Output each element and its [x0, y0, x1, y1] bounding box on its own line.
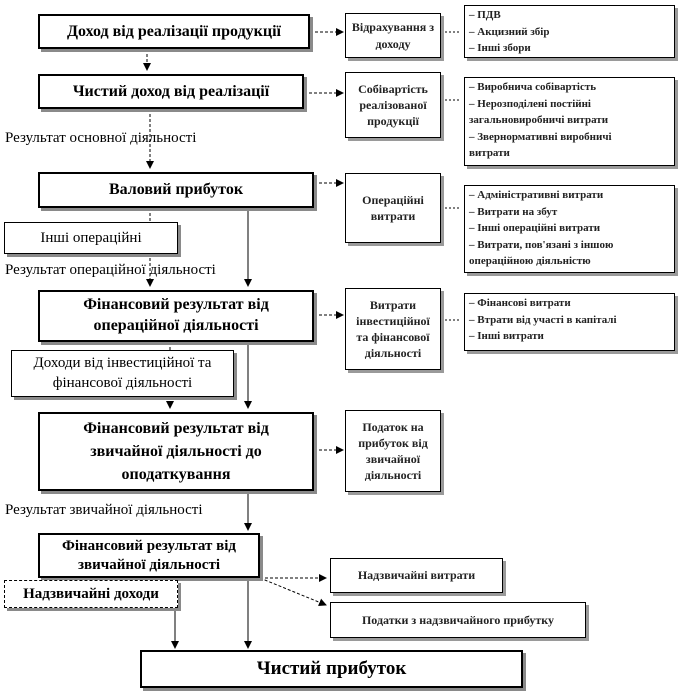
gross-profit-box: Валовий прибуток [38, 172, 314, 208]
detail-item: – Втрати від участі в капіталі [469, 313, 617, 326]
income-tax-box: Податок на прибуток від звичайної діяльн… [345, 410, 441, 492]
extraordinary-expenses-box: Надзвичайні витрати [330, 558, 503, 593]
other-operating-text: Інші операційні [40, 229, 142, 246]
detail-item: – Витрати на збут [469, 205, 558, 218]
extraordinary-tax-text: Податки з надзвичайного прибутку [361, 612, 555, 627]
revenue-text: Доход від реалізації продукції [67, 22, 281, 40]
extraordinary-income-text: Надзвичайні доходи [23, 585, 159, 602]
cost-of-sales-text: Собівартість реалізованої продукції [358, 81, 428, 129]
revenue-box: Доход від реалізації продукції [38, 14, 310, 49]
fin-result-before-tax-text: Фінансовий результат від звичайної діяль… [83, 419, 269, 484]
operating-expenses-text: Операційні витрати [362, 192, 424, 223]
fin-result-operating-text: Фінансовий результат від операційної дія… [83, 296, 269, 334]
fin-result-before-tax-box: Фінансовий результат від звичайної діяль… [38, 412, 314, 491]
operating-expenses-box: Операційні витрати [345, 173, 441, 243]
investment-expenses-box: Витрати інвестиційної та фінансової діял… [345, 288, 441, 370]
extraordinary-tax-box: Податки з надзвичайного прибутку [330, 602, 586, 638]
detail-item: – Акцизний збір [469, 25, 550, 38]
investment-expenses-details: – Фінансові витрати – Втрати від участі … [464, 293, 675, 351]
detail-item: витрати [469, 147, 510, 159]
detail-item: – ПДВ [469, 9, 501, 21]
investment-income-text: Доходи від інвестиційної та фінансової д… [33, 355, 212, 391]
fin-result-ordinary-box: Фінансовий результат від звичайної діяль… [38, 533, 260, 578]
income-tax-text: Податок на прибуток від звичайної діяльн… [358, 419, 428, 483]
detail-item: – Інші операційні витрати [469, 222, 601, 234]
detail-item: – Витрати, пов'язані з іншою [469, 238, 614, 251]
detail-item: – Звернормативні виробничі [469, 130, 612, 143]
revenue-deductions-details: – ПДВ – Акцизний збір – Інші збори [464, 5, 675, 58]
cost-of-sales-box: Собівартість реалізованої продукції [345, 72, 441, 138]
revenue-deductions-box: Відрахування з доходу [345, 13, 441, 58]
detail-item: – Фінансові витрати [469, 297, 571, 309]
gross-profit-text: Валовий прибуток [108, 181, 244, 198]
detail-item: – Інші збори [469, 42, 531, 54]
operating-expenses-details: – Адміністративні витрати – Витрати на з… [464, 185, 675, 273]
detail-item: – Адміністративні витрати [469, 189, 604, 201]
net-revenue-box: Чистий доход від реалізації [38, 74, 304, 109]
deduct-arrow-7 [259, 577, 327, 607]
extraordinary-expenses-text: Надзвичайні витрати [357, 568, 476, 583]
detail-item: – Виробнича собівартість [469, 81, 597, 93]
ordinary-activity-label: Результат звичайної діяльності [5, 502, 203, 518]
extraordinary-income-box: Надзвичайні доходи [4, 580, 178, 608]
cost-of-sales-details: – Виробнича собівартість – Нерозподілені… [464, 77, 675, 166]
net-profit-text: Чистий прибуток [256, 658, 407, 679]
detail-item: загальновиробничі витрати [469, 114, 609, 126]
other-operating-box: Інші операційні [4, 222, 178, 254]
revenue-deductions-text: Відрахування з доходу [351, 20, 435, 51]
detail-item: – Інші витрати [469, 330, 544, 342]
net-revenue-text: Чистий доход від реалізації [72, 82, 270, 100]
detail-item: операційною діяльністю [469, 255, 591, 267]
fin-result-operating-box: Фінансовий результат від операційної дія… [38, 290, 314, 342]
investment-expenses-text: Витрати інвестиційної та фінансової діял… [356, 297, 430, 361]
fin-result-ordinary-text: Фінансовий результат від звичайної діяль… [61, 537, 236, 573]
investment-income-box: Доходи від інвестиційної та фінансової д… [11, 350, 234, 397]
detail-item: – Нерозподілені постійні [469, 97, 591, 110]
main-activity-label: Результат основної діяльності [5, 130, 197, 146]
net-profit-box: Чистий прибуток [140, 650, 523, 688]
operating-activity-label: Результат операційної діяльності [5, 262, 216, 278]
